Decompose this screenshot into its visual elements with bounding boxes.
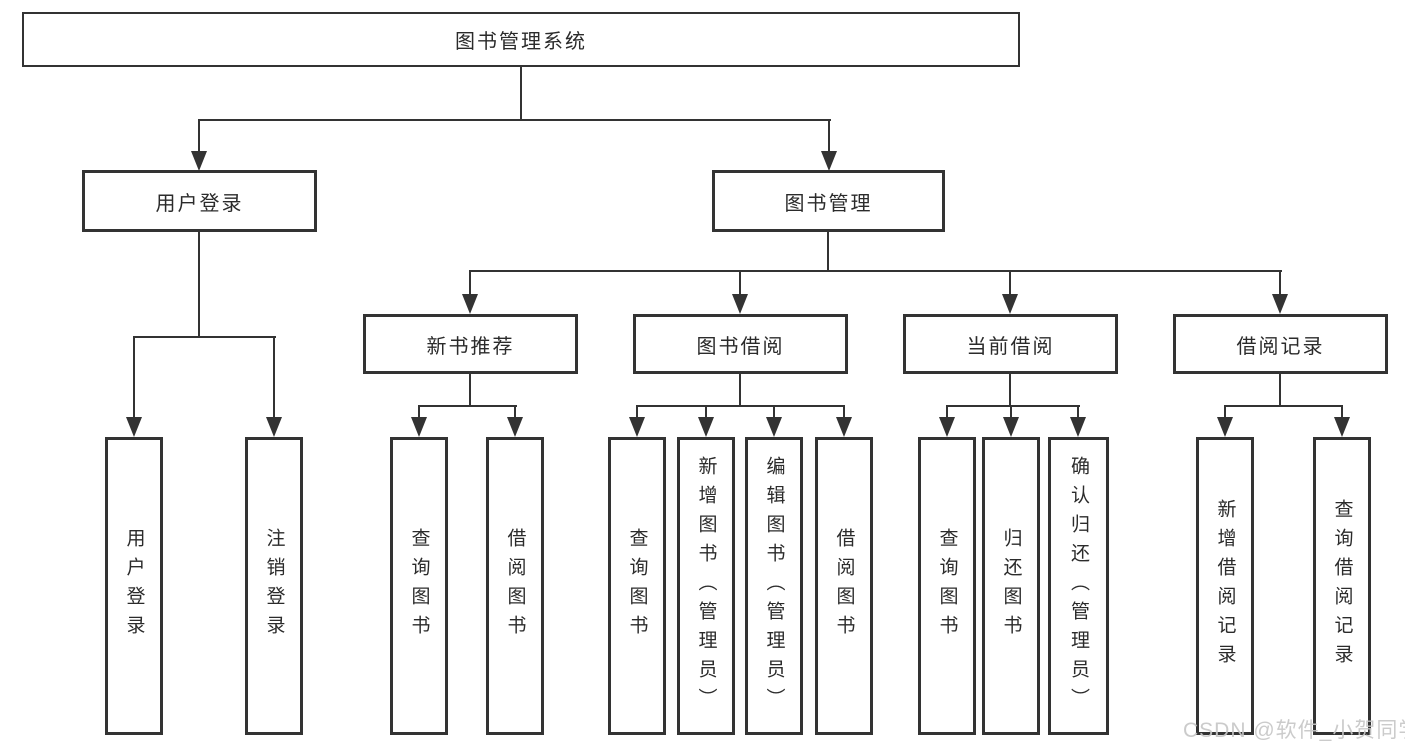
leaf-query-borrow-record: 查询借阅记录 — [1313, 437, 1371, 735]
arrow-to-leaf-add-book — [698, 405, 714, 437]
arrow-to-leaf-borrow-book-1 — [507, 405, 523, 437]
node-current-borrow: 当前借阅 — [903, 314, 1118, 374]
connector-book-mgmt-trunk — [827, 232, 829, 272]
node-new-book-recommend: 新书推荐 — [363, 314, 578, 374]
arrow-to-new-book — [462, 270, 478, 314]
connector-current-borrow-bar — [946, 405, 1080, 407]
connector-level2-bar — [198, 119, 831, 121]
arrow-to-leaf-return-book — [1003, 405, 1019, 437]
leaf-add-book-admin: 新增图书（管理员） — [677, 437, 735, 735]
connector-new-book-bar — [418, 405, 517, 407]
leaf-label: 用户登录 — [123, 528, 145, 644]
node-root: 图书管理系统 — [22, 12, 1020, 67]
arrow-to-leaf-add-record — [1217, 405, 1233, 437]
leaf-label: 注销登录 — [263, 528, 285, 644]
leaf-label: 借阅图书 — [833, 528, 855, 644]
leaf-label: 确认归还（管理员） — [1068, 455, 1089, 717]
leaf-label: 编辑图书（管理员） — [763, 455, 785, 717]
arrow-to-leaf-query-book-1 — [411, 405, 427, 437]
node-user-login: 用户登录 — [82, 170, 317, 232]
arrow-to-leaf-confirm-return — [1070, 405, 1086, 437]
leaf-borrow-book-2: 借阅图书 — [815, 437, 873, 735]
arrow-to-leaf-edit-book — [766, 405, 782, 437]
leaf-label: 归还图书 — [1000, 528, 1022, 644]
leaf-query-book-3: 查询图书 — [918, 437, 976, 735]
leaf-label: 查询借阅记录 — [1331, 499, 1353, 673]
arrow-to-leaf-query-record — [1334, 405, 1350, 437]
arrow-to-borrow-record — [1272, 270, 1288, 314]
csdn-watermark: CSDN @软件_小贺同学 — [1183, 719, 1405, 742]
node-borrow-record: 借阅记录 — [1173, 314, 1388, 374]
leaf-label: 新增借阅记录 — [1214, 499, 1236, 673]
arrow-to-leaf-logout — [266, 336, 282, 437]
leaf-label: 查询图书 — [936, 528, 958, 644]
leaf-label: 新增图书（管理员） — [695, 455, 717, 717]
arrow-to-current-borrow — [1002, 270, 1018, 314]
connector-book-borrow-trunk — [739, 374, 741, 407]
leaf-user-login: 用户登录 — [105, 437, 163, 735]
leaf-add-borrow-record: 新增借阅记录 — [1196, 437, 1254, 735]
connector-user-login-trunk — [198, 232, 200, 338]
connector-user-login-bar — [133, 336, 276, 338]
arrow-to-user-login — [191, 119, 207, 171]
leaf-borrow-book-1: 借阅图书 — [486, 437, 544, 735]
connector-current-borrow-trunk — [1009, 374, 1011, 407]
leaf-query-book-1: 查询图书 — [390, 437, 448, 735]
arrow-to-leaf-query-book-3 — [939, 405, 955, 437]
leaf-return-book: 归还图书 — [982, 437, 1040, 735]
arrow-to-leaf-borrow-book-2 — [836, 405, 852, 437]
leaf-logout: 注销登录 — [245, 437, 303, 735]
leaf-edit-book-admin: 编辑图书（管理员） — [745, 437, 803, 735]
leaf-label: 查询图书 — [626, 528, 648, 644]
leaf-label: 查询图书 — [408, 528, 430, 644]
arrow-to-leaf-user-login — [126, 336, 142, 437]
connector-book-borrow-bar — [636, 405, 845, 407]
node-book-management: 图书管理 — [712, 170, 945, 232]
connector-new-book-trunk — [469, 374, 471, 407]
connector-level3-bar — [470, 270, 1282, 272]
node-book-borrow: 图书借阅 — [633, 314, 848, 374]
leaf-label: 借阅图书 — [504, 528, 526, 644]
connector-borrow-record-bar — [1224, 405, 1343, 407]
leaf-confirm-return-admin: 确认归还（管理员） — [1048, 437, 1109, 735]
leaf-query-book-2: 查询图书 — [608, 437, 666, 735]
connector-borrow-record-trunk — [1279, 374, 1281, 407]
arrow-to-leaf-query-book-2 — [629, 405, 645, 437]
arrow-to-book-borrow — [732, 270, 748, 314]
connector-root-trunk — [520, 67, 522, 121]
arrow-to-book-management — [821, 119, 837, 171]
